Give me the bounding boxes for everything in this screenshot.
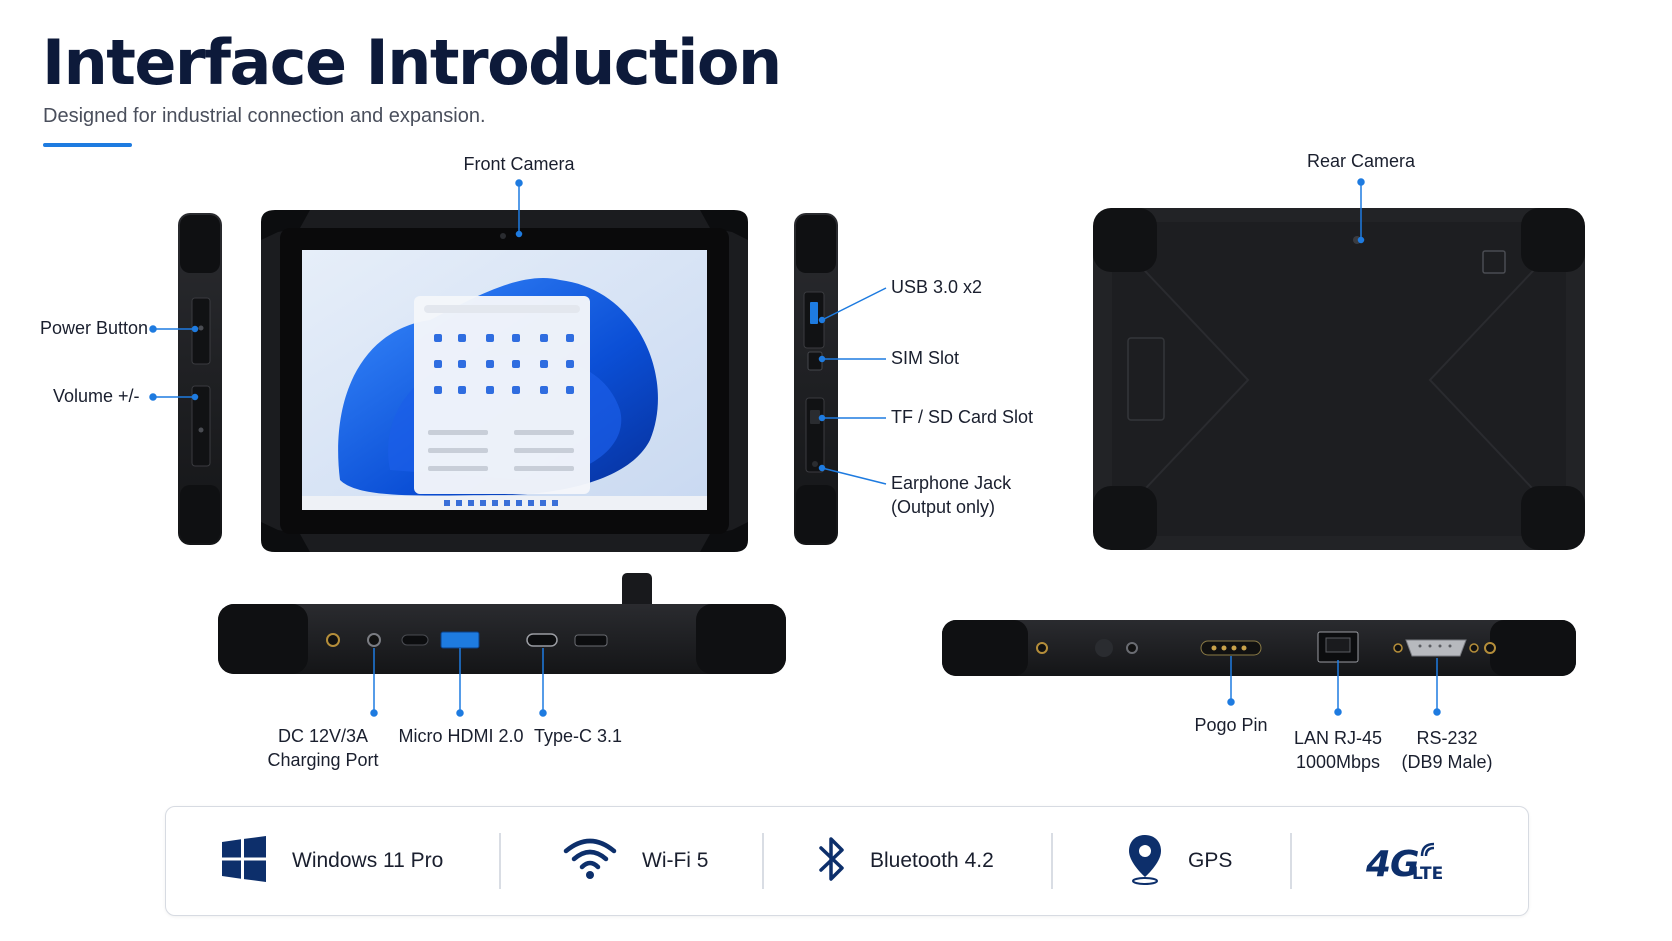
bottom-view-front-ports	[218, 573, 786, 674]
label-dc-port-line2: Charging Port	[267, 750, 379, 770]
feature-label-gps: GPS	[1188, 849, 1233, 872]
feature-bluetooth: Bluetooth 4.2	[818, 807, 994, 915]
label-rear-camera: Rear Camera	[1306, 151, 1416, 171]
feature-gps: GPS	[1126, 807, 1232, 915]
location-pin-icon	[1126, 833, 1164, 890]
label-type-c: Type-C 3.1	[533, 726, 623, 746]
windows-logo-icon	[220, 835, 268, 888]
feature-label-bluetooth: Bluetooth 4.2	[870, 849, 994, 872]
right-side-view	[794, 213, 838, 545]
label-usb: USB 3.0 x2	[891, 277, 983, 297]
lte-text: LTE	[1412, 864, 1444, 884]
feature-divider	[1290, 833, 1292, 889]
feature-wifi: Wi-Fi 5	[562, 807, 709, 915]
label-dc-port: DC 12V/3A	[277, 726, 369, 746]
label-lan-speed: 1000Mbps	[1295, 752, 1381, 772]
label-tf-sd-slot: TF / SD Card Slot	[891, 407, 1034, 427]
feature-divider	[499, 833, 501, 889]
4g-lte-icon: 4G LTE	[1366, 836, 1450, 886]
4g-text: 4G	[1366, 844, 1420, 885]
front-view-tablet	[261, 210, 748, 552]
callout-lines	[149, 178, 1441, 717]
label-earphone-note: (Output only)	[891, 497, 996, 517]
feature-4g-lte: 4G LTE	[1366, 807, 1450, 915]
page-title: Interface Introduction	[42, 26, 782, 99]
label-power-button: Power Button	[40, 318, 149, 338]
label-lan: LAN RJ-45	[1293, 728, 1383, 748]
label-front-camera: Front Camera	[463, 154, 575, 174]
feature-divider	[762, 833, 764, 889]
bottom-view-rear-ports	[942, 620, 1576, 676]
left-side-view	[178, 213, 222, 545]
label-earphone-jack: Earphone Jack	[891, 473, 1012, 493]
label-volume: Volume +/-	[53, 386, 140, 406]
feature-divider	[1051, 833, 1053, 889]
wifi-icon	[562, 837, 618, 886]
label-pogo-pin: Pogo Pin	[1194, 715, 1268, 735]
label-rs232: RS-232	[1416, 728, 1478, 748]
rear-view-tablet	[1093, 208, 1585, 550]
feature-label-wifi: Wi-Fi 5	[642, 849, 709, 872]
feature-windows: Windows 11 Pro	[220, 807, 443, 915]
label-sim-slot: SIM Slot	[891, 348, 960, 368]
feature-bar: Windows 11 Pro Wi-Fi 5 Bluetooth 4.2	[165, 806, 1529, 916]
label-rs232-type: (DB9 Male)	[1401, 752, 1493, 772]
label-micro-hdmi: Micro HDMI 2.0	[398, 726, 524, 746]
page-subtitle: Designed for industrial connection and e…	[43, 105, 486, 127]
feature-label-windows: Windows 11 Pro	[292, 849, 444, 872]
accent-underline	[43, 143, 132, 147]
bluetooth-icon	[818, 834, 846, 889]
